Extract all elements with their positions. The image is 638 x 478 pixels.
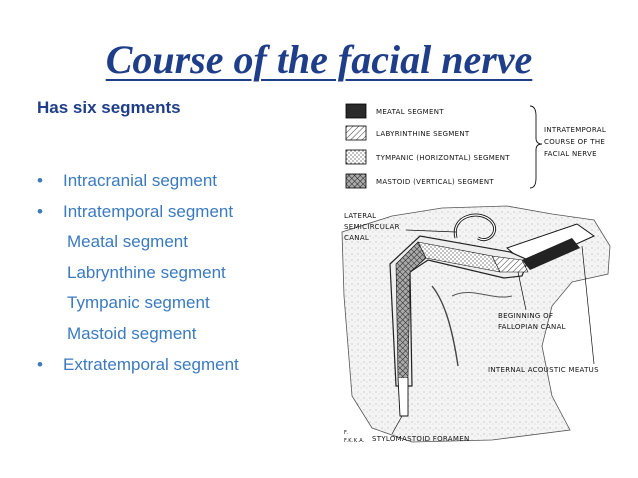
fallopian-label-line1: BEGINNING OF: [498, 312, 553, 320]
slide-title: Course of the facial nerve: [105, 37, 533, 82]
lateral-label-line3: CANAL: [344, 234, 369, 242]
bullet-icon: •: [37, 171, 43, 190]
meatal-swatch-icon: [345, 103, 367, 119]
foramen-label: STYLOMASTOID FORAMEN: [372, 435, 470, 443]
legend-tympanic: TYMPANIC (HORIZONTAL) SEGMENT: [375, 154, 510, 162]
list-item: Tympanic segment: [67, 293, 210, 313]
bracket-label-line2: COURSE OF THE: [544, 138, 605, 146]
legend-bracket: [529, 105, 543, 189]
list-item: •Extratemporal segment: [37, 350, 239, 381]
list-item: •Intratemporal segment: [37, 197, 239, 228]
bullet-icon: •: [37, 201, 43, 221]
bullet-icon: •: [37, 354, 43, 374]
bracket-label-line1: INTRATEMPORAL: [544, 126, 606, 134]
legend-meatal: MEATAL SEGMENT: [376, 108, 444, 116]
list-item: Mastoid segment: [67, 323, 197, 343]
mastoid-swatch-icon: [345, 173, 367, 189]
labyrinthine-swatch-icon: [345, 125, 367, 141]
list-item: •Intracranial segment: [37, 166, 239, 197]
list-item: Labrynthine segment: [67, 262, 226, 282]
tympanic-swatch-icon: [345, 149, 367, 165]
slide-subtitle: Has six segments: [37, 98, 181, 117]
facial-nerve-diagram: MEATAL SEGMENT LABYRINTHINE SEGMENT TYMP…: [341, 103, 611, 444]
legend-mastoid: MASTOID (VERTICAL) SEGMENT: [376, 178, 494, 186]
bracket-label-line3: FACIAL NERVE: [544, 150, 597, 158]
artist-signature-line2: F.K.K.A.: [344, 438, 365, 444]
legend-labyrinthine: LABYRINTHINE SEGMENT: [376, 130, 470, 138]
artist-signature-line1: F.: [344, 430, 348, 436]
lateral-label-line2: SEMICIRCULAR: [344, 223, 400, 231]
temporal-bone-drawing: [341, 205, 611, 443]
segment-list: •Intracranial segment •Intratemporal seg…: [37, 166, 239, 380]
meatus-label: INTERNAL ACOUSTIC MEATUS: [488, 366, 599, 374]
fallopian-label-line2: FALLOPIAN CANAL: [498, 323, 566, 331]
figure-legend: MEATAL SEGMENT LABYRINTHINE SEGMENT TYMP…: [345, 103, 606, 189]
list-item: Meatal segment: [67, 232, 188, 252]
lateral-label-line1: LATERAL: [344, 212, 376, 220]
